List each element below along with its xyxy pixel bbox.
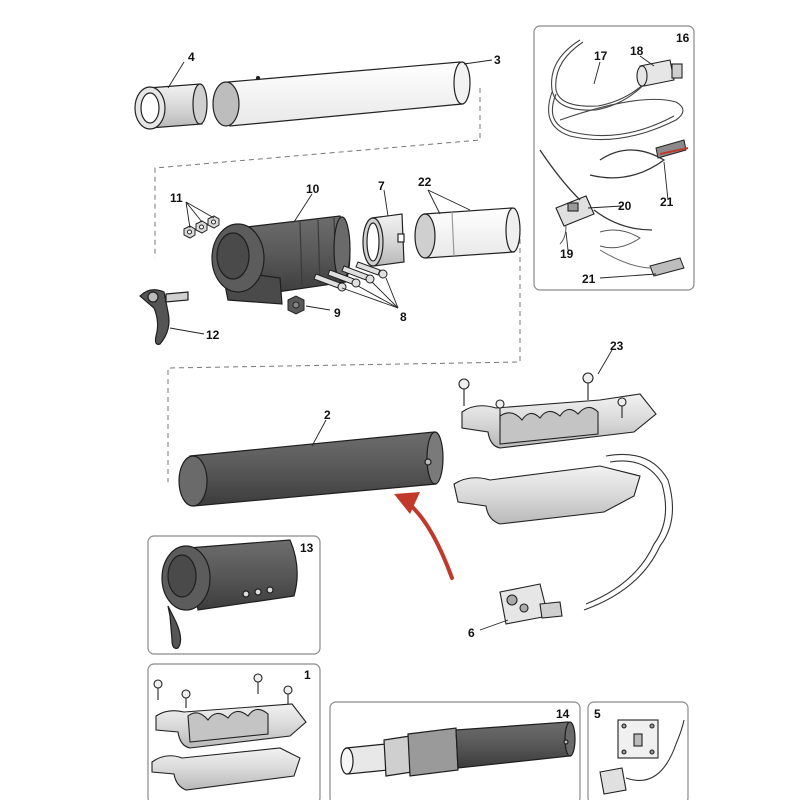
callout-18: 18 — [630, 44, 644, 58]
callout-8: 8 — [400, 310, 407, 324]
callout-17: 17 — [594, 49, 608, 63]
assembly-guide-lines — [154, 88, 521, 482]
callout-2: 2 — [324, 408, 331, 422]
callout-1: 1 — [304, 668, 311, 682]
part-14-shaft-assembly — [340, 721, 576, 777]
callout-12: 12 — [206, 328, 220, 342]
part-6-switch — [499, 583, 563, 625]
callout-10: 10 — [306, 182, 320, 196]
part-7-clamp-ring — [362, 213, 405, 267]
part-19-wire — [559, 225, 641, 249]
callout-21-bottom: 21 — [582, 272, 596, 286]
leader-lines — [167, 55, 669, 631]
part-11-nuts — [183, 215, 220, 239]
callout-4: 4 — [188, 50, 195, 64]
part-3-outer-tube — [212, 61, 471, 127]
callout-7: 7 — [378, 179, 385, 193]
callout-9: 9 — [334, 306, 341, 320]
direction-arrow — [394, 492, 454, 580]
part-2-main-shaft — [178, 431, 444, 507]
part-8-screws — [313, 261, 388, 292]
callout-22: 22 — [418, 175, 432, 189]
part-13-handle-assembly — [161, 539, 298, 649]
callout-3: 3 — [494, 53, 501, 67]
part-4-sleeve — [134, 83, 208, 130]
callout-21-top: 21 — [660, 195, 674, 209]
grip-wire — [583, 453, 673, 611]
callout-23: 23 — [610, 339, 624, 353]
callout-14: 14 — [556, 707, 570, 721]
callout-labels: 4 3 16 17 18 11 10 7 22 20 21 19 21 9 8 … — [170, 31, 690, 721]
callout-13: 13 — [300, 541, 314, 555]
callout-16: 16 — [676, 31, 690, 45]
part-5-switch-plate — [599, 719, 685, 795]
callout-19: 19 — [560, 247, 574, 261]
part-22-sleeve — [414, 207, 521, 259]
panel-16 — [533, 25, 695, 291]
callout-6: 6 — [468, 626, 475, 640]
callout-11: 11 — [170, 191, 183, 205]
part-10-handle-housing — [211, 215, 351, 305]
part-12-lever — [139, 289, 189, 345]
part-21-clamp-clips — [599, 139, 689, 277]
callout-20: 20 — [618, 199, 632, 213]
part-9-nut — [287, 295, 305, 315]
callout-5: 5 — [594, 707, 601, 721]
part-17-cable — [548, 39, 684, 141]
part-1-grip-kit — [151, 673, 307, 791]
part-23-grip-halves — [453, 372, 657, 525]
part-18-connector — [636, 59, 683, 87]
part-20-fuse-holder — [539, 149, 666, 231]
